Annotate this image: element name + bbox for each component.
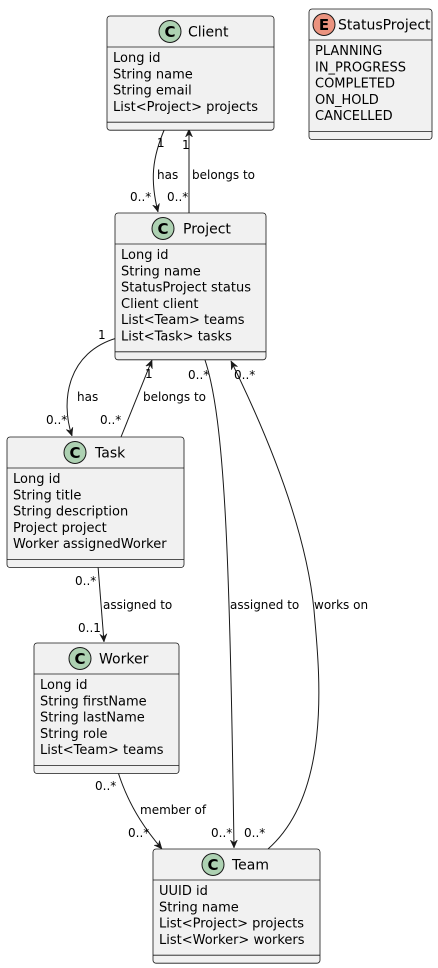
client-field: String email <box>113 84 192 99</box>
mult-project-0n: 0..* <box>130 190 151 204</box>
stereotype-glyph: E <box>319 16 329 34</box>
stereotype-glyph: C <box>157 220 168 238</box>
task-class-name: Task <box>94 446 126 462</box>
label-assigned-to-worker: assigned to <box>103 598 172 612</box>
edge-team-works-on-project: works on 0..* 0..* <box>230 361 368 850</box>
mult-project-1: 1 <box>98 328 106 342</box>
stereotype-glyph: C <box>69 444 80 462</box>
mult-worker-0n: 0..* <box>95 779 116 793</box>
mult-task-0n-3: 0..* <box>75 574 96 588</box>
team-box-frame <box>152 848 321 964</box>
label-has-client: has <box>157 168 178 182</box>
mult-team-0n-2: 0..* <box>244 826 265 840</box>
edge-project-belongs-to-client: belongs to 0..* 1 <box>167 129 255 213</box>
mult-task-0n-2: 0..* <box>100 413 121 427</box>
client-field: List<Project> projects <box>113 100 258 115</box>
enum-badge-icon <box>312 13 336 36</box>
client-box-frame <box>106 15 275 131</box>
label-belongs-to-client: belongs to <box>192 168 255 182</box>
team-class-name: Team <box>231 858 269 874</box>
label-belongs-to-project: belongs to <box>143 390 206 404</box>
mult-team-0n: 0..* <box>211 826 232 840</box>
status-field: PLANNING <box>315 44 382 59</box>
stereotype-glyph: C <box>207 856 218 874</box>
label-member-of: member of <box>140 803 207 817</box>
mult-project-1-2: 1 <box>145 367 153 381</box>
edge-client-has-project: 1 has 0..* <box>130 127 178 212</box>
edge-task-belongs-to-project: belongs to 0..* 1 <box>100 360 206 438</box>
edge-project-assigned-team: 0..* assigned to 0..* <box>188 359 299 848</box>
worker-field: String lastName <box>40 711 145 726</box>
class-badge-icon <box>68 647 92 670</box>
mult-project-0n-4: 0..* <box>234 368 255 382</box>
status-field: ON_HOLD <box>315 93 379 108</box>
status-box-frame <box>308 8 433 140</box>
project-field: StatusProject status <box>121 281 251 296</box>
worker-field: Long id <box>40 678 87 693</box>
class-badge-icon <box>158 20 182 43</box>
stereotype-glyph: C <box>164 23 175 41</box>
edge-task-assigned-worker: 0..* assigned to 0..1 <box>75 565 172 642</box>
task-field: Worker assignedWorker <box>13 537 167 552</box>
project-field: Client client <box>121 297 198 312</box>
task-box-frame <box>6 436 185 568</box>
edge-project-has-task: 1 has 0..* <box>46 328 118 436</box>
client-class-name: Client <box>188 25 229 41</box>
task-field: Project project <box>13 521 107 536</box>
mult-team-0n-3: 0..* <box>128 826 149 840</box>
class-badge-icon <box>151 217 175 240</box>
worker-class-name: Worker <box>99 652 149 668</box>
worker-field: String firstName <box>40 694 147 709</box>
mult-project-0n-3: 0..* <box>188 368 209 382</box>
project-field: Long id <box>121 248 168 263</box>
class-badge-icon <box>201 853 225 876</box>
team-field: List<Project> projects <box>159 917 304 932</box>
mult-project-0n-2: 0..* <box>167 190 188 204</box>
status-field: CANCELLED <box>315 109 393 124</box>
client-field: String name <box>113 67 193 82</box>
status-class-name: StatusProject <box>338 18 431 34</box>
worker-field: String role <box>40 727 108 742</box>
status-field: IN_PROGRESS <box>315 60 406 75</box>
team-field: UUID id <box>159 884 208 899</box>
edge-worker-member-of-team: 0..* member of 0..* <box>95 771 207 849</box>
mult-worker-01: 0..1 <box>78 621 101 635</box>
project-field: List<Team> teams <box>121 313 245 328</box>
label-works-on: works on <box>314 598 368 612</box>
worker-box-frame <box>33 642 180 774</box>
team-field: List<Worker> workers <box>159 933 305 948</box>
label-assigned-to-team: assigned to <box>230 598 299 612</box>
project-class-name: Project <box>183 222 231 238</box>
stereotype-glyph: C <box>74 650 85 668</box>
worker-field: List<Team> teams <box>40 743 164 758</box>
client-field: Long id <box>113 51 160 66</box>
label-has-task: has <box>77 390 98 404</box>
class-badge-icon <box>63 441 87 464</box>
project-field: String name <box>121 264 201 279</box>
task-field: String title <box>13 488 81 503</box>
team-field: String name <box>159 900 239 915</box>
task-field: Long id <box>13 472 60 487</box>
task-field: String description <box>13 505 128 520</box>
mult-client-1: 1 <box>157 136 165 150</box>
status-field: COMPLETED <box>315 77 395 92</box>
project-field: List<Task> tasks <box>121 330 232 345</box>
mult-client-1-2: 1 <box>182 138 190 152</box>
mult-task-0n: 0..* <box>46 413 67 427</box>
project-box-frame <box>114 212 267 361</box>
